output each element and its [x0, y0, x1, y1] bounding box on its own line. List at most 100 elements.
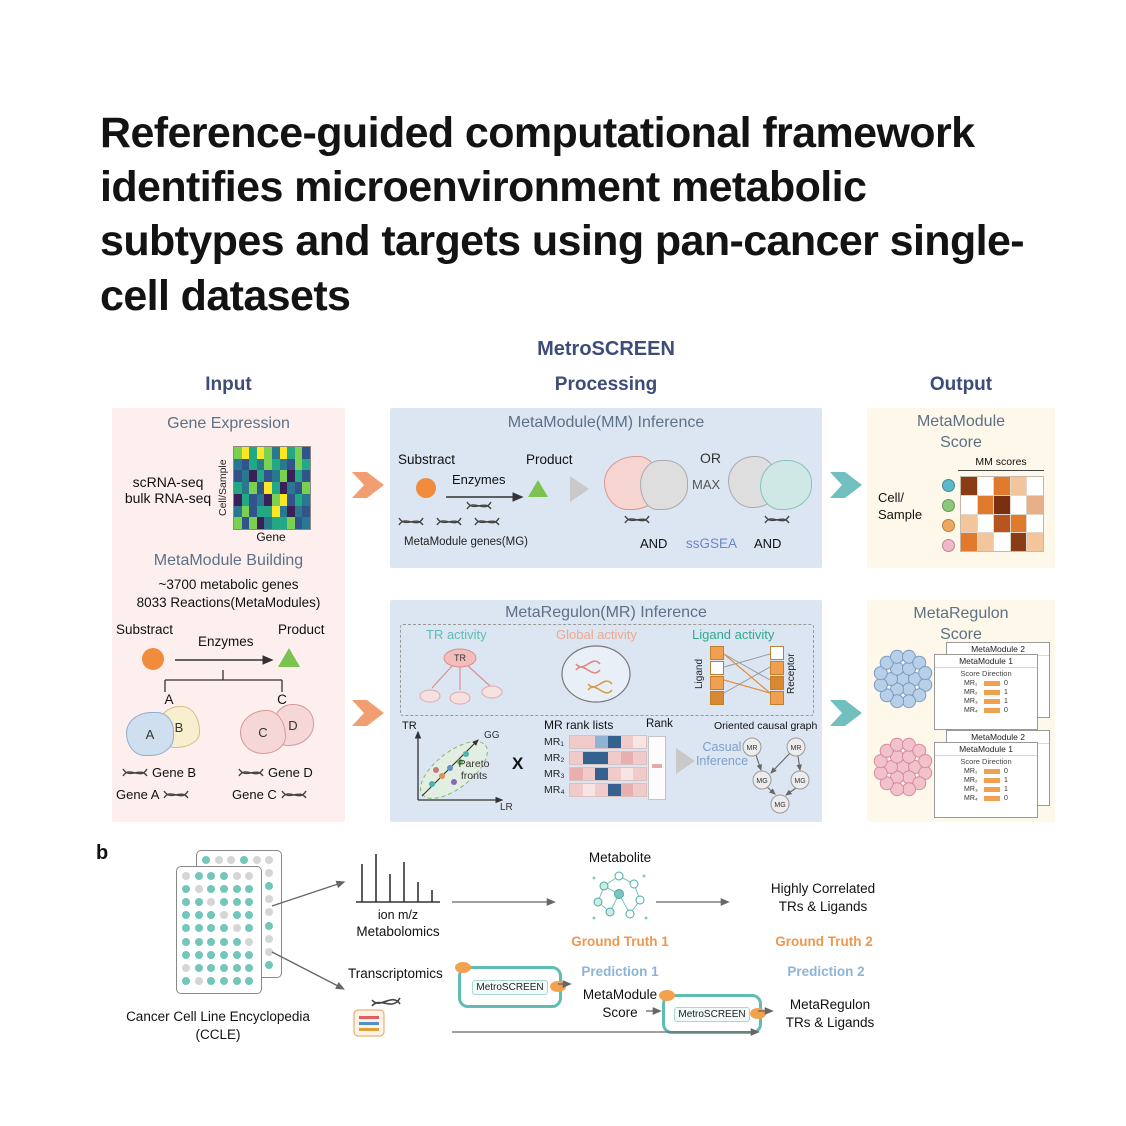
plate-well [245, 898, 254, 907]
plate-well [220, 885, 228, 894]
heatmap-cell [256, 458, 265, 471]
mr-rank-label: MR₄ [544, 784, 565, 796]
plate-well [245, 976, 254, 985]
heatmap-cell [294, 493, 303, 506]
plate-well [265, 947, 274, 956]
heatmap-cell [241, 493, 250, 506]
ligand-receptor-links [723, 653, 771, 694]
mass-spectrum-icon [356, 854, 440, 903]
gene-expression-heatmap [233, 446, 311, 530]
plate-well [265, 934, 274, 943]
receptor-cell [770, 646, 784, 660]
ligand-activity-label: Ligand activity [692, 627, 775, 642]
rank-bar-segment [608, 736, 621, 748]
score-row-value: 1 [1004, 689, 1008, 696]
heatmap-cell [977, 495, 994, 514]
heatmap-cell [1027, 477, 1043, 495]
heatmap-cell [234, 505, 242, 518]
rank-bar-segment [595, 736, 609, 748]
heatmap-cell [234, 458, 242, 471]
plate-well [232, 911, 241, 920]
ccle-caption: Cancer Cell Line Encyclopedia (CCLE) [126, 1009, 310, 1043]
mm-product-triangle-icon [528, 480, 548, 497]
plate-well [232, 924, 241, 933]
and-left-label: AND [640, 536, 668, 551]
pill-blob-icon [750, 1008, 766, 1019]
plate-well [227, 856, 236, 864]
graph-node-label: MG [756, 778, 767, 785]
rank-bar-segment [582, 736, 596, 748]
metamodule-building-title: MetaModule Building [153, 552, 304, 569]
causal-inference-label: Casual Inference [695, 740, 749, 768]
heatmap-cell [271, 482, 280, 494]
rank-bar-segment [620, 768, 634, 780]
gene-d-row: Gene D [238, 765, 313, 780]
product-triangle-icon [278, 648, 300, 667]
plate-well [232, 950, 241, 959]
tr-activity-label: TR activity [426, 627, 487, 642]
step-triangle-icon [570, 476, 589, 502]
score-row-label: MR₄ [964, 707, 978, 714]
plate-well [220, 937, 228, 946]
heatmap-cell [264, 482, 272, 494]
plate-well [182, 924, 190, 933]
metroscreen-label-2: MetroSCREEN [674, 1006, 750, 1022]
cluster-cell [918, 754, 933, 769]
heatmap-cell [241, 470, 250, 483]
oriented-causal-graph: MR MR MG MG MG [742, 737, 810, 814]
protein-blob-c: C [240, 710, 286, 754]
rank-bar-segment [633, 736, 647, 748]
heatmap-cell [256, 493, 265, 506]
rank-bar-segment [582, 784, 596, 796]
score-row-value: 1 [1004, 698, 1008, 705]
plate-well [232, 937, 241, 946]
heatmap-cell [249, 517, 257, 529]
gene-a-row: Gene A [116, 787, 190, 802]
heatmap-cell [1010, 477, 1027, 495]
heatmap-cell [249, 482, 257, 494]
mr-rank-bar [569, 735, 647, 749]
receptor-stack [770, 646, 784, 705]
heatmap-cell [249, 458, 257, 471]
pareto-fronts-label: Pareto fronts [458, 758, 490, 782]
heatmap-cell [279, 458, 288, 471]
stat-metabolic-genes: ~3700 metabolic genes [158, 577, 299, 592]
pill-blob-icon [455, 962, 471, 973]
heatmap-cell [1010, 533, 1027, 551]
mr-rank-row: MR₄ [544, 783, 647, 797]
mr-rank-bar [569, 751, 647, 765]
score-row-bar [984, 690, 1001, 695]
metroscreen-label-1: MetroSCREEN [472, 979, 548, 995]
plate-well [240, 856, 248, 864]
rank-marker [652, 764, 662, 768]
substrate-circle-icon [142, 648, 164, 670]
heatmap-cell [294, 470, 303, 483]
pill-blob-icon [550, 981, 566, 992]
heatmap-cell [271, 517, 280, 529]
plate-well [220, 911, 228, 920]
score-row-label: MR₂ [964, 777, 978, 784]
column-header-input: Input [205, 374, 252, 395]
ground-truth-1-label: Ground Truth 1 [571, 934, 669, 949]
mr-activities-box [400, 624, 814, 716]
heatmap-cell [271, 470, 280, 483]
blob-a-label: A [145, 726, 155, 742]
plate-well [207, 911, 216, 920]
heatmap-cell [994, 477, 1010, 495]
plate-well [245, 872, 254, 880]
heatmap-cell [234, 482, 242, 494]
cluster-cell [901, 737, 916, 752]
heatmap-cell [302, 505, 310, 518]
plate-well [194, 924, 203, 933]
heatmap-cell [1010, 495, 1027, 514]
metamodule-score-label: MetaModule Score [582, 987, 658, 1021]
cluster-cell [901, 694, 916, 709]
heatmap-cell [287, 470, 295, 483]
enzymes-label: Enzymes [198, 634, 254, 649]
mr-inference-title: MetaRegulon(MR) Inference [505, 604, 707, 621]
